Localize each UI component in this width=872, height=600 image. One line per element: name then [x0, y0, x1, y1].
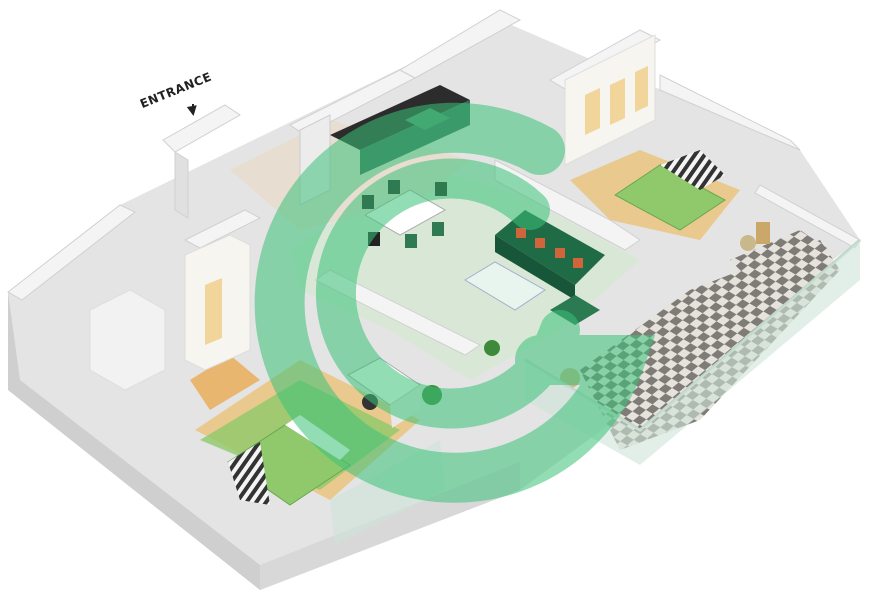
balcony-floor	[580, 240, 840, 450]
entrance-arrow-icon	[186, 104, 197, 116]
watermark-logo	[254, 102, 656, 503]
wardrobes	[89, 34, 656, 391]
bed-right	[614, 164, 726, 231]
